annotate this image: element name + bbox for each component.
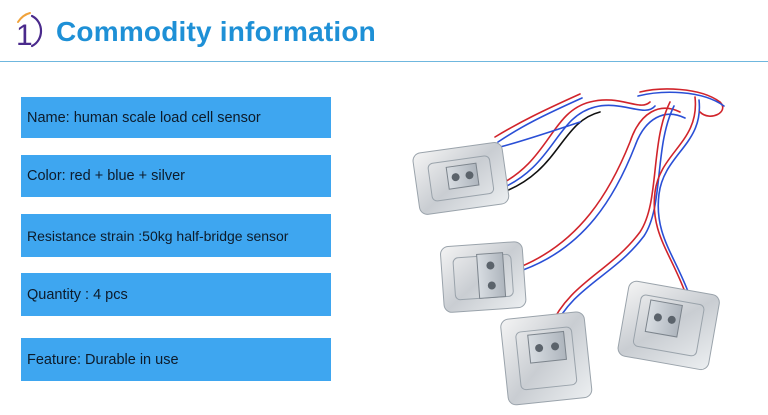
header-divider xyxy=(0,61,768,62)
step-number-icon: 1 xyxy=(16,12,43,50)
load-cell-sensors-photo xyxy=(412,88,725,406)
info-quantity: Quantity : 4 pcs xyxy=(21,273,331,316)
step-number-text: 1 xyxy=(16,19,33,50)
info-resistance: Resistance strain :50kg half-bridge sens… xyxy=(21,214,331,257)
header: 1 Commodity information xyxy=(0,0,768,62)
info-feature: Feature: Durable in use xyxy=(21,338,331,381)
info-color: Color: red + blue + silver xyxy=(21,155,331,197)
page-title: Commodity information xyxy=(56,16,376,47)
info-name: Name: human scale load cell sensor xyxy=(21,97,331,138)
